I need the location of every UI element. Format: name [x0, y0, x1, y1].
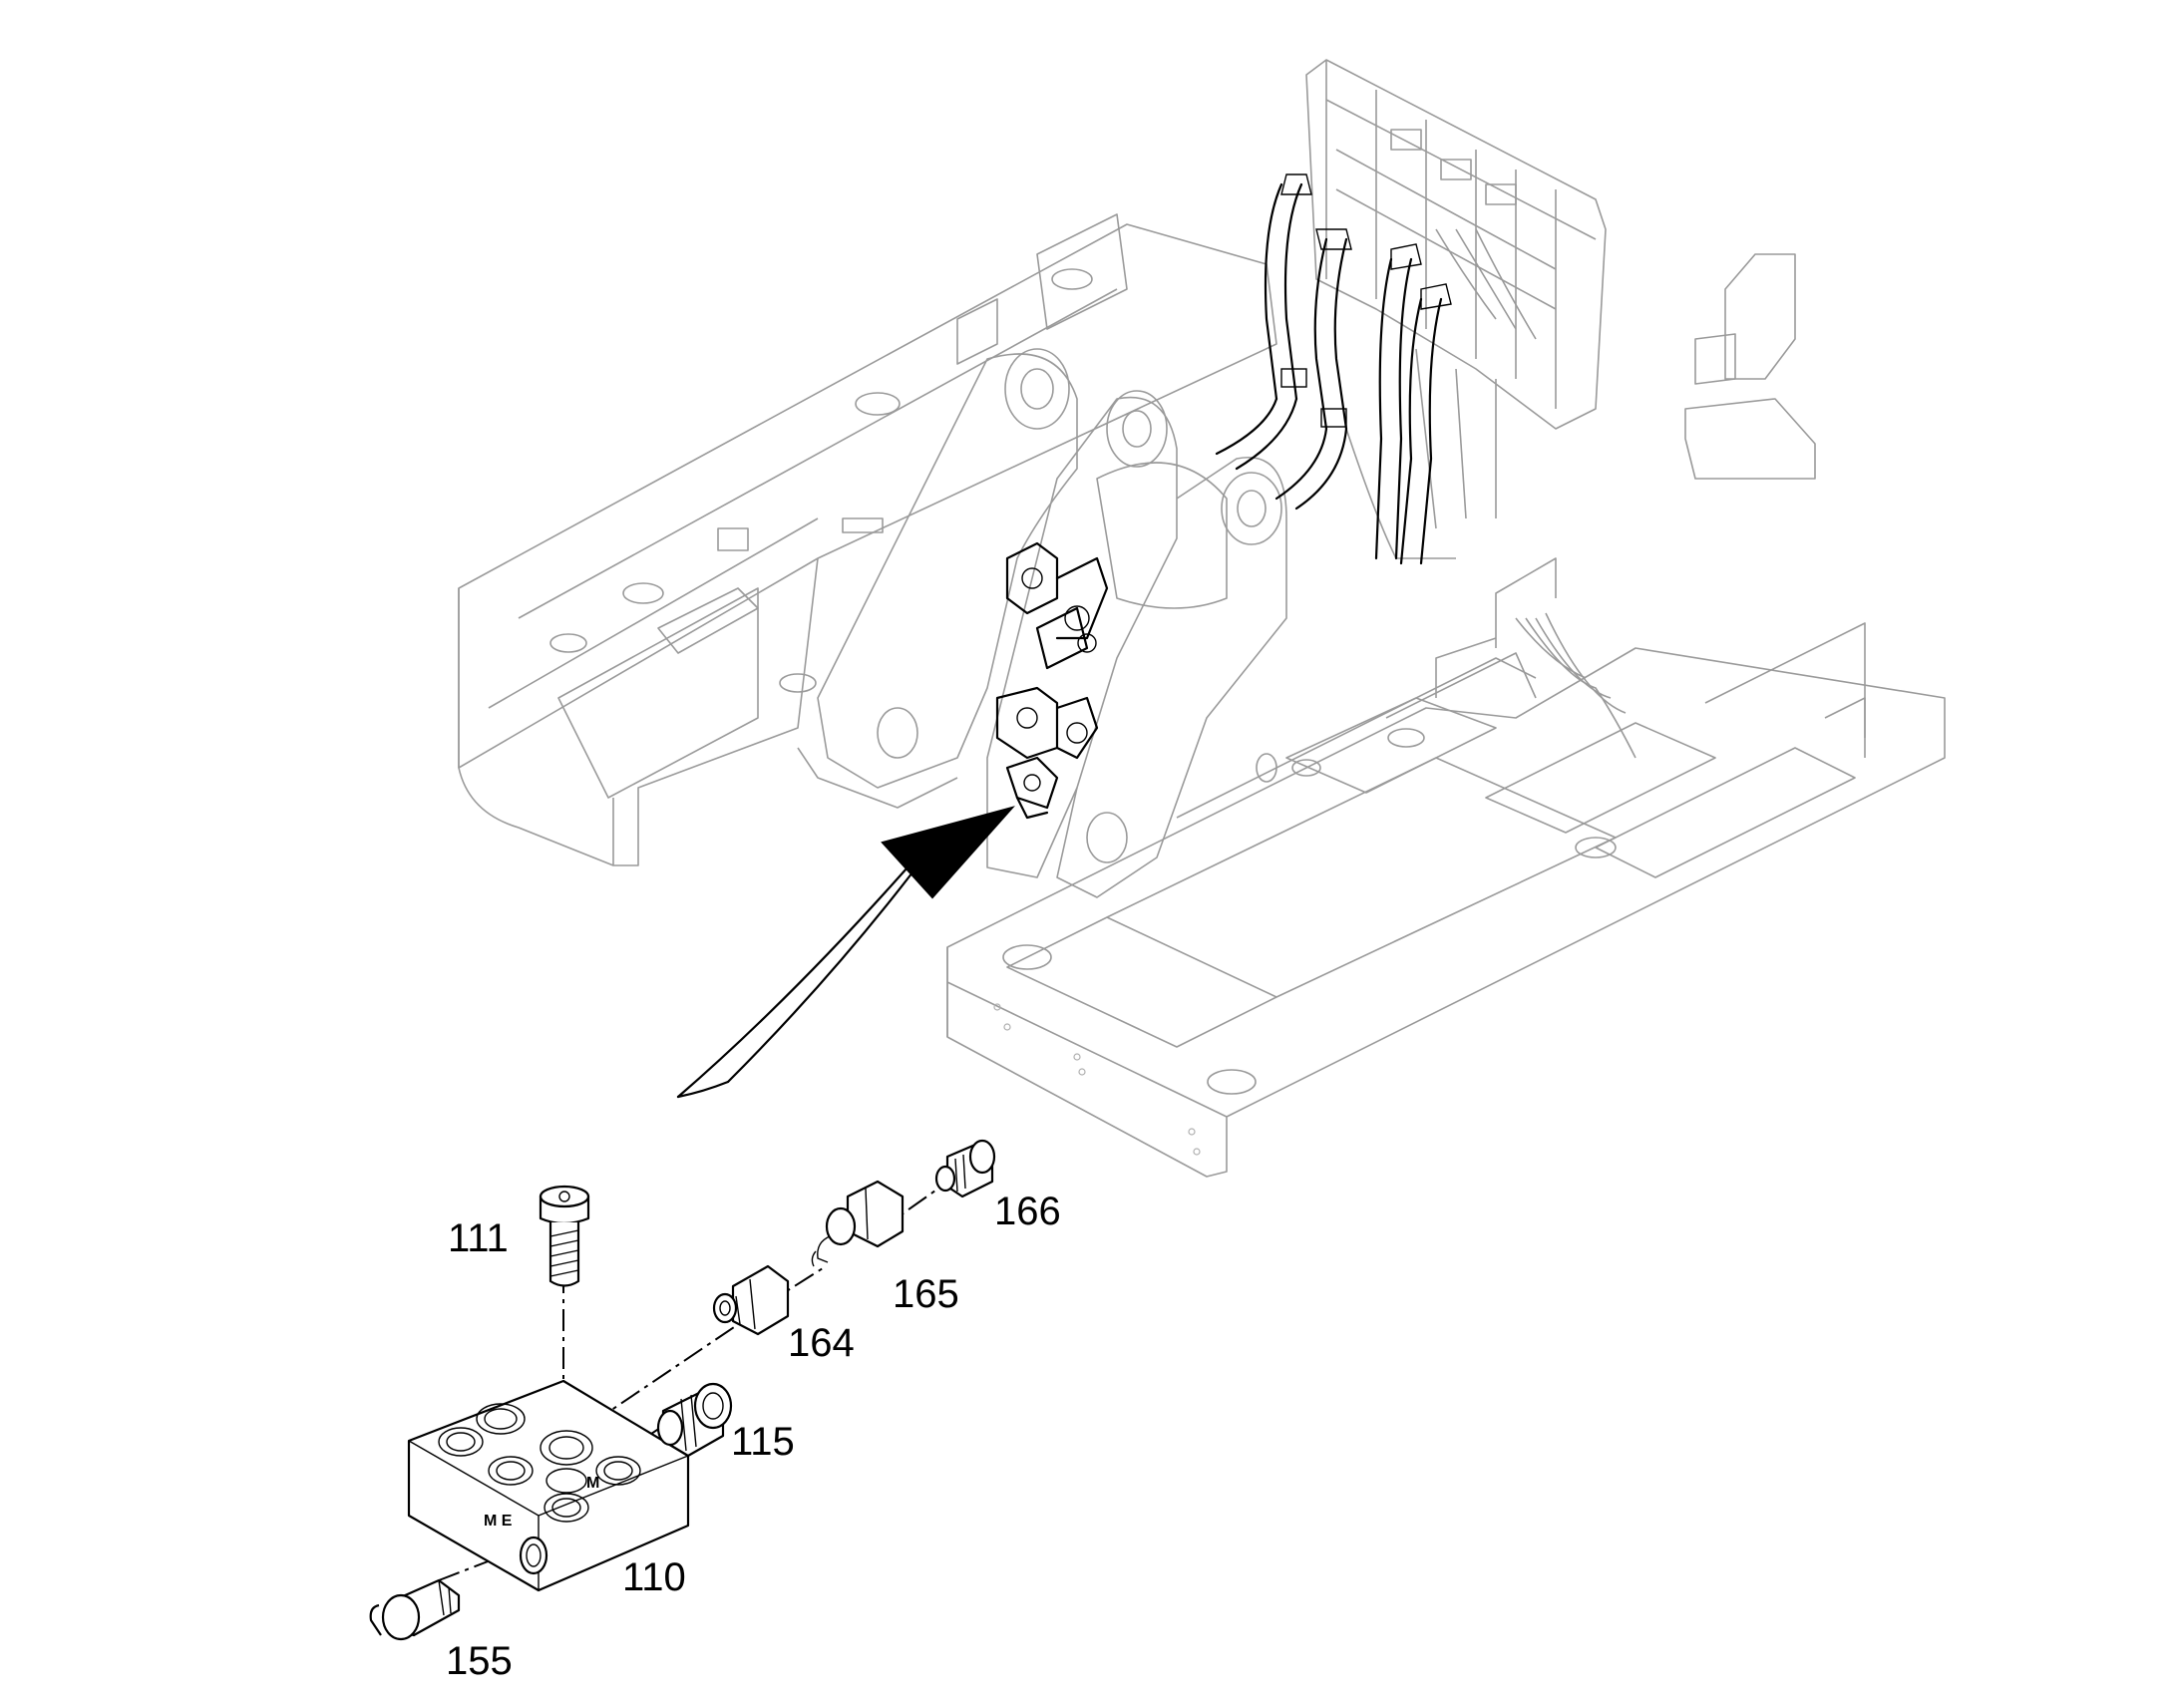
part-165-transmitter	[811, 1180, 905, 1267]
machine-frame-drawing	[458, 59, 1946, 1178]
callout-111: 111	[448, 1216, 509, 1260]
callout-115: 115	[731, 1420, 795, 1464]
part-111-cap-screw	[539, 1185, 590, 1287]
callout-166: 166	[994, 1190, 1061, 1233]
callout-165: 165	[893, 1272, 959, 1316]
part-110-valve-block: M E M	[407, 1379, 690, 1592]
part-164-adapter	[712, 1264, 790, 1336]
location-arrow	[676, 806, 1015, 1099]
callout-155: 155	[446, 1639, 513, 1683]
valve-cluster	[995, 541, 1109, 820]
part-166-connector	[934, 1139, 996, 1198]
callout-110: 110	[622, 1555, 686, 1599]
part-155-plug	[369, 1578, 461, 1641]
top-port-marking: M	[586, 1475, 599, 1492]
part-115-fitting	[656, 1382, 733, 1458]
callout-164: 164	[788, 1321, 855, 1365]
side-port-marking: M E	[484, 1513, 513, 1530]
arrow-head	[881, 806, 1015, 899]
